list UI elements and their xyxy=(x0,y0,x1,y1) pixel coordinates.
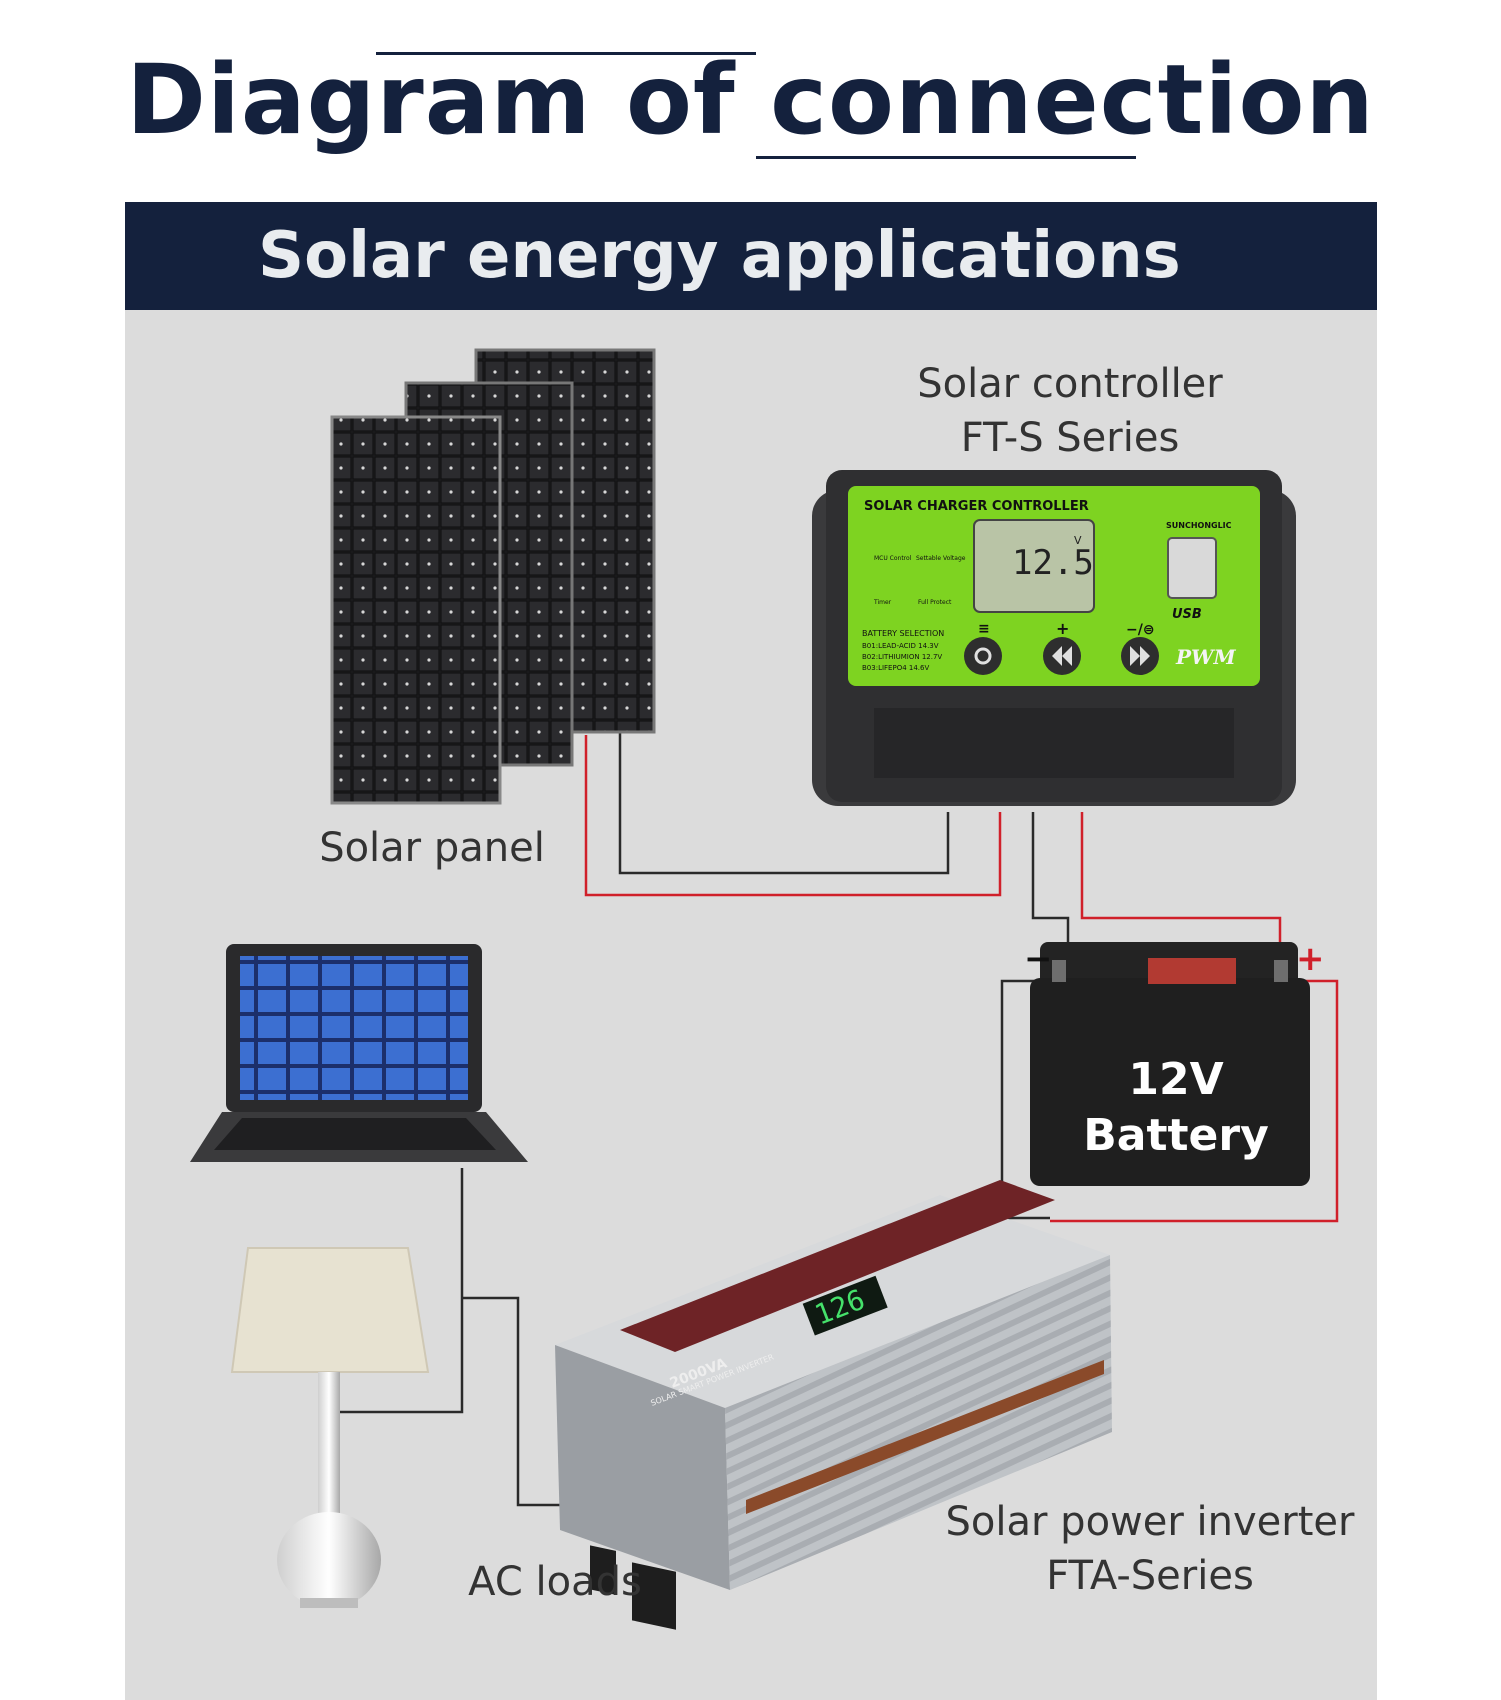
battery-positive-terminal-label: + xyxy=(1296,939,1325,979)
controller-protect-label: Full Protect xyxy=(918,599,952,606)
wire-panel-negative xyxy=(618,732,950,875)
controller-mcu-label: MCU Control xyxy=(874,555,912,562)
usb-ports-icon xyxy=(1167,537,1217,599)
controller-header-text: SOLAR CHARGER CONTROLLER xyxy=(864,499,1089,514)
wire-battery-inverter-negative xyxy=(1000,979,1050,1220)
laptop xyxy=(190,944,528,1162)
controller-settable-label: Settable Voltage xyxy=(916,555,966,562)
banner-title: Solar energy applications xyxy=(258,219,1181,293)
ac-loads-label: AC loads xyxy=(468,1559,642,1605)
charge-controller xyxy=(812,470,1296,806)
battery-negative-terminal-label: − xyxy=(1024,939,1053,979)
battery-selection-label: BATTERY SELECTION xyxy=(862,629,944,638)
plus-button-label: + xyxy=(1056,619,1069,638)
battery-selection-b01: B01:LEAD-ACID 14.3V xyxy=(862,642,939,650)
battery-selection-b02: B02:LITHIUMION 12.7V xyxy=(862,653,942,661)
battery-selection-b03: B03:LIFEPO4 14.6V xyxy=(862,664,929,672)
controller-label-line2: FT-S Series xyxy=(960,415,1180,461)
title-rule-top xyxy=(376,52,756,55)
title-rule-bottom xyxy=(756,156,1136,159)
solar-panel-label: Solar panel xyxy=(319,825,545,871)
inverter-display: 126 xyxy=(802,1275,888,1336)
usb-label: USB xyxy=(1172,607,1202,622)
page-title: Diagram of connection xyxy=(126,44,1375,156)
wire-battery-inverter-positive xyxy=(1050,979,1339,1223)
wire-panel-positive xyxy=(584,735,1002,897)
controller-label-line1: Solar controller xyxy=(917,361,1223,407)
battery xyxy=(1030,942,1310,1186)
battery-label: 12V Battery xyxy=(1083,1054,1269,1161)
table-lamp xyxy=(230,1247,430,1608)
controller-lcd xyxy=(973,519,1095,613)
menu-button-label: ≡ xyxy=(978,621,990,637)
controller-lcd-unit: V xyxy=(1074,534,1082,547)
minus-button-label: −/⊜ xyxy=(1126,622,1155,638)
controller-timer-label: Timer xyxy=(873,599,892,606)
settings-button-icon xyxy=(964,637,1002,675)
section-banner xyxy=(125,202,1377,310)
inverter-label-line1: Solar power inverter xyxy=(945,1499,1355,1545)
inverter-label-line2: FTA-Series xyxy=(1046,1553,1254,1599)
solar-panel-array xyxy=(330,348,656,805)
pwm-label: PWM xyxy=(1175,645,1237,669)
controller-brand-text: SUNCHONGLIC xyxy=(1166,521,1232,530)
controller-lcd-value: 12.5 xyxy=(1012,543,1094,583)
